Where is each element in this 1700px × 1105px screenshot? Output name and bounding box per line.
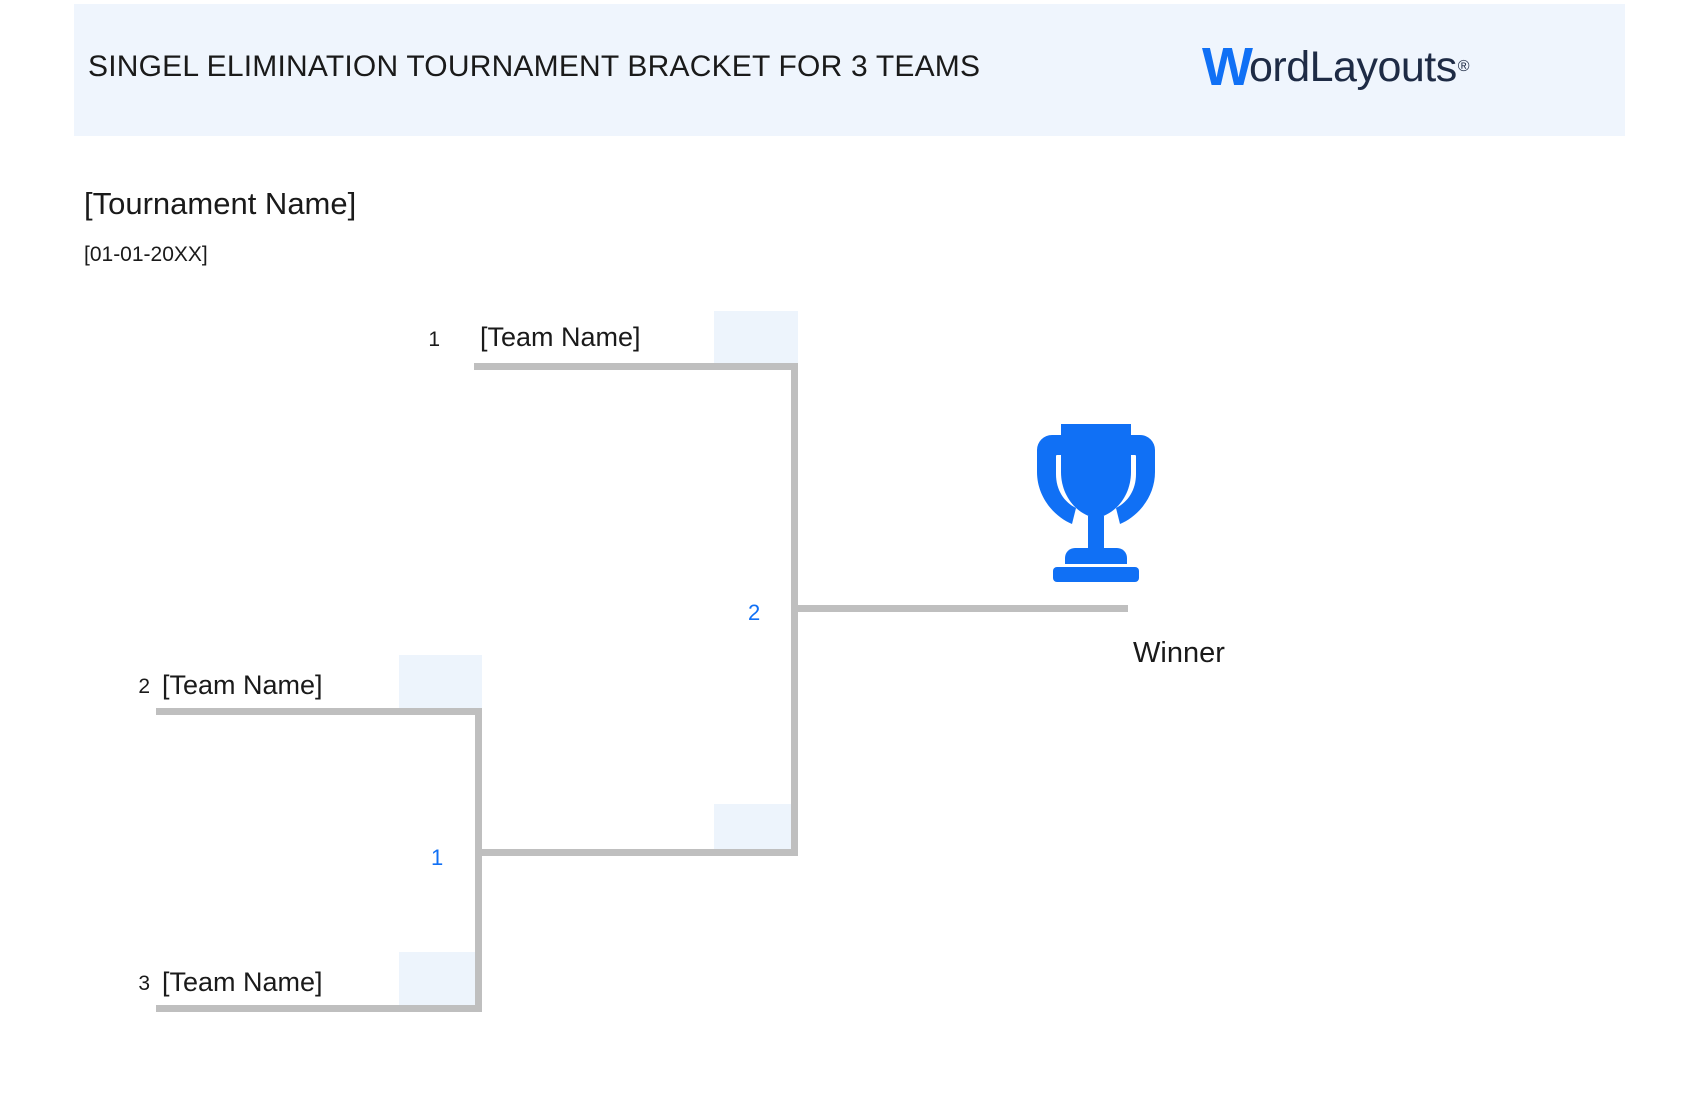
slot-2-team-name[interactable]: [Team Name] (162, 670, 323, 700)
slot-1-team-name[interactable]: [Team Name] (480, 322, 641, 352)
slot-1-underline (474, 363, 798, 370)
slot-3-underline (156, 1005, 482, 1012)
tournament-date[interactable]: [01-01-20XX] (84, 243, 208, 266)
match-2-upper-connector (791, 363, 798, 611)
final-winner-line (791, 605, 1128, 612)
match-2-lower-connector (791, 611, 798, 856)
match-1-number: 1 (431, 845, 444, 870)
page-title: SINGEL ELIMINATION TOURNAMENT BRACKET FO… (88, 50, 981, 83)
slot-3-seed: 3 (138, 972, 150, 995)
logo-w-mark: W (1202, 37, 1253, 97)
match-1-winner-line (475, 849, 798, 856)
match-2-number: 2 (748, 600, 761, 625)
slot-2-underline (156, 708, 482, 715)
slot-1-seed: 1 (428, 328, 440, 351)
wordlayouts-logo: W ordLayouts ® (1202, 36, 1470, 98)
slot-2-seed: 2 (138, 675, 150, 698)
slot-2-highlight (399, 655, 482, 709)
slot-1-highlight (714, 311, 798, 365)
trophy-icon (1023, 424, 1169, 582)
slot-3-highlight (399, 952, 482, 1006)
match-1-connector (475, 708, 482, 1008)
registered-trademark-icon: ® (1457, 58, 1470, 75)
winner-label: Winner (1133, 637, 1225, 669)
match-1-winner-highlight (714, 804, 798, 852)
header-band (74, 4, 1625, 136)
slot-3-team-name[interactable]: [Team Name] (162, 967, 323, 997)
tournament-name[interactable]: [Tournament Name] (84, 186, 357, 221)
logo-wordmark: ordLayouts (1248, 42, 1457, 91)
